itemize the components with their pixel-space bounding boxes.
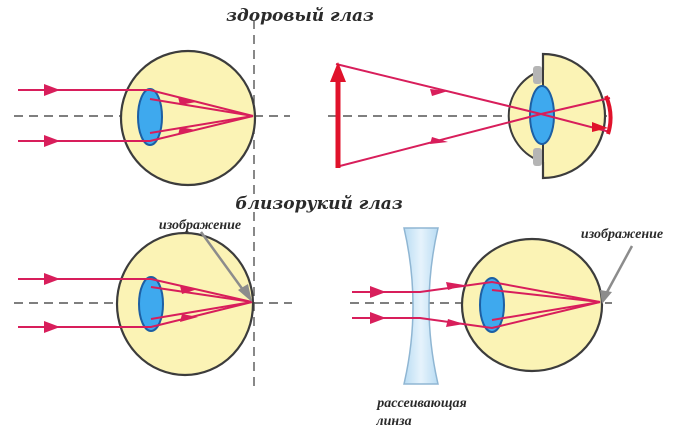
ray-arrow <box>44 321 60 333</box>
lens-label-line1: рассеивающая <box>376 396 467 411</box>
light-ray <box>491 289 601 303</box>
title-myopic-eye: близорукий глаз <box>235 194 402 214</box>
eyeball <box>541 52 607 180</box>
light-ray <box>150 301 253 320</box>
panel-corrected: изображение рассеивающая линза <box>350 227 663 429</box>
eyeball <box>119 49 257 187</box>
light-ray <box>149 115 254 134</box>
retina-image <box>604 95 613 135</box>
ray-arrow <box>44 135 60 147</box>
ray-arrow <box>180 286 198 294</box>
image-pointer <box>199 231 248 295</box>
retina-image-arrow <box>592 122 608 132</box>
ray-arrow <box>430 137 448 144</box>
ray-arrow <box>178 97 196 105</box>
image-label-right: изображение <box>581 227 663 242</box>
ray-arrow <box>44 273 60 285</box>
light-ray <box>540 97 611 115</box>
ray-arrow <box>430 89 448 96</box>
eye-lens <box>137 88 163 146</box>
ray-arrow <box>446 319 464 327</box>
image-pointer-head <box>600 290 612 304</box>
diverging-lens <box>403 227 439 385</box>
image-label-left: изображение <box>159 218 241 233</box>
eye-lens <box>138 276 164 332</box>
image-pointer <box>604 245 634 295</box>
panel-myopic: изображение <box>14 212 292 392</box>
eyeball <box>115 231 255 377</box>
ray-arrow <box>178 127 196 135</box>
light-ray <box>335 63 542 115</box>
ray-arrow <box>370 286 386 298</box>
light-ray <box>150 286 253 303</box>
panel-healthy-parallel <box>14 20 290 196</box>
iris <box>533 66 542 84</box>
image-pointer-head <box>238 284 252 302</box>
title-healthy-eye: здоровый глаз <box>226 6 374 26</box>
eye-lens <box>479 277 505 333</box>
eyeball <box>460 237 604 373</box>
light-ray <box>18 115 254 142</box>
lens-label-line2: линза <box>375 414 411 429</box>
ray-arrow <box>446 282 464 290</box>
ray-arrow <box>180 314 198 322</box>
ray-arrow <box>44 84 60 96</box>
light-ray <box>491 301 601 321</box>
light-ray <box>18 278 253 303</box>
object-arrow-head <box>330 62 346 82</box>
light-ray <box>149 98 254 117</box>
panel-healthy-object <box>328 52 613 180</box>
light-ray <box>18 301 253 328</box>
iris <box>533 148 542 166</box>
ray-arrow <box>370 312 386 324</box>
light-ray <box>18 89 254 117</box>
